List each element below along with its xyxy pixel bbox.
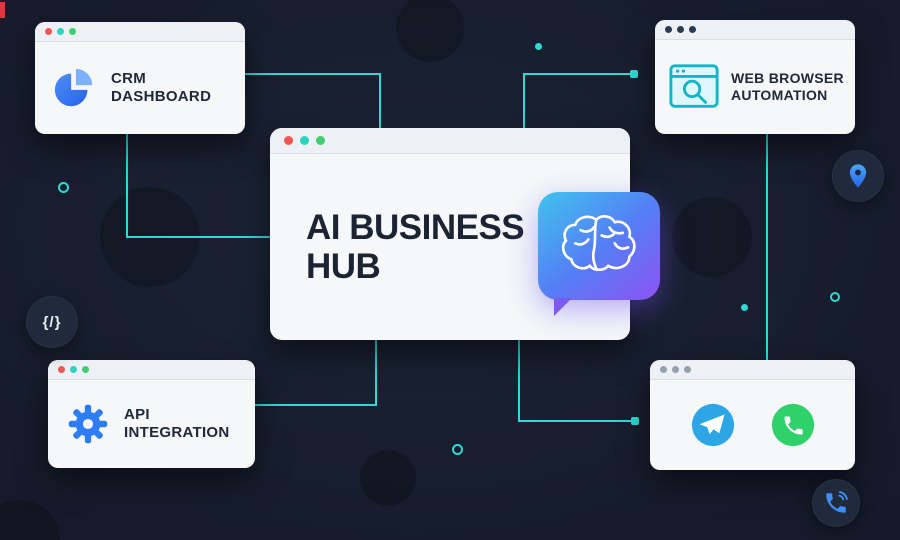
web-browser-automation-window[interactable]: WEB BROWSER AUTOMATION	[655, 20, 855, 134]
connector-line	[379, 73, 381, 130]
connector-line	[255, 404, 377, 406]
decor-ring	[830, 292, 840, 302]
connector-line	[523, 73, 525, 130]
browser-search-icon	[669, 63, 719, 108]
api-label: API INTEGRATION	[124, 406, 230, 442]
titlebar-dot[interactable]	[684, 366, 691, 373]
titlebar-dot[interactable]	[689, 26, 696, 33]
background-blob	[360, 450, 416, 506]
titlebar-dot-teal[interactable]	[70, 366, 77, 373]
connector-line	[126, 134, 128, 237]
titlebar-dot[interactable]	[665, 26, 672, 33]
titlebar-dot-teal[interactable]	[300, 136, 309, 145]
crm-label-line1: CRM	[111, 69, 147, 87]
code-icon: {/}	[42, 313, 62, 331]
connector-node-dot	[631, 417, 639, 425]
titlebar-dot[interactable]	[677, 26, 684, 33]
location-pin-badge	[832, 150, 884, 202]
window-titlebar	[655, 20, 855, 40]
decor-ring	[58, 182, 69, 193]
window-titlebar	[35, 22, 245, 42]
window-titlebar	[48, 360, 255, 380]
code-badge: {/}	[26, 296, 78, 348]
titlebar-dot-green[interactable]	[82, 366, 89, 373]
location-pin-icon	[849, 164, 867, 188]
decor-dot	[535, 43, 542, 50]
web-automation-label-line2: AUTOMATION	[731, 86, 828, 103]
gear-icon	[68, 404, 108, 443]
messaging-window[interactable]	[650, 360, 855, 470]
titlebar-dot-red[interactable]	[58, 366, 65, 373]
background-blob	[672, 197, 752, 277]
phone-call-badge	[812, 479, 860, 527]
background-blob	[396, 0, 464, 62]
web-automation-label: WEB BROWSER AUTOMATION	[731, 70, 844, 104]
titlebar-dot-green[interactable]	[69, 28, 76, 35]
hub-body: AI BUSINESS HUB	[270, 154, 630, 340]
ai-business-hub-window[interactable]: AI BUSINESS HUB	[270, 128, 660, 340]
titlebar-dot-red[interactable]	[45, 28, 52, 35]
crm-dashboard-window[interactable]: CRM DASHBOARD	[35, 22, 245, 134]
crm-label-line2: DASHBOARD	[111, 87, 212, 105]
titlebar-dot[interactable]	[660, 366, 667, 373]
brain-icon	[561, 215, 636, 272]
whatsapp-icon[interactable]	[770, 402, 816, 448]
titlebar-dot-red[interactable]	[284, 136, 293, 145]
connector-node-dot	[630, 70, 638, 78]
titlebar-dot-teal[interactable]	[57, 28, 64, 35]
pie-chart-icon	[54, 68, 93, 106]
red-accent	[0, 2, 5, 18]
chat-bubble-tail	[554, 298, 572, 316]
window-titlebar	[650, 360, 855, 380]
telegram-icon[interactable]	[690, 402, 736, 448]
background-blob	[0, 500, 60, 540]
api-label-line2: INTEGRATION	[124, 423, 230, 441]
hub-title-line2: HUB	[306, 247, 381, 286]
connector-line	[243, 73, 381, 75]
connector-line	[375, 338, 377, 406]
api-integration-window[interactable]: API INTEGRATION	[48, 360, 255, 468]
chat-bubble	[538, 192, 660, 316]
decor-dot	[741, 304, 748, 311]
hub-title-line1: AI BUSINESS	[306, 207, 525, 247]
connector-line	[523, 73, 635, 75]
web-automation-label-line1: WEB BROWSER	[731, 69, 844, 86]
titlebar-dot-green[interactable]	[316, 136, 325, 145]
decor-ring	[452, 444, 463, 455]
connector-line	[518, 420, 636, 422]
connector-line	[126, 236, 272, 238]
window-titlebar	[270, 128, 630, 154]
crm-label: CRM DASHBOARD	[111, 70, 211, 106]
connector-line	[518, 338, 520, 422]
messaging-body	[650, 380, 855, 469]
titlebar-dot[interactable]	[672, 366, 679, 373]
hub-title: AI BUSINESS HUB	[306, 207, 525, 286]
connector-line	[766, 132, 768, 360]
api-label-line1: API	[124, 405, 150, 423]
phone-call-icon	[826, 491, 848, 513]
